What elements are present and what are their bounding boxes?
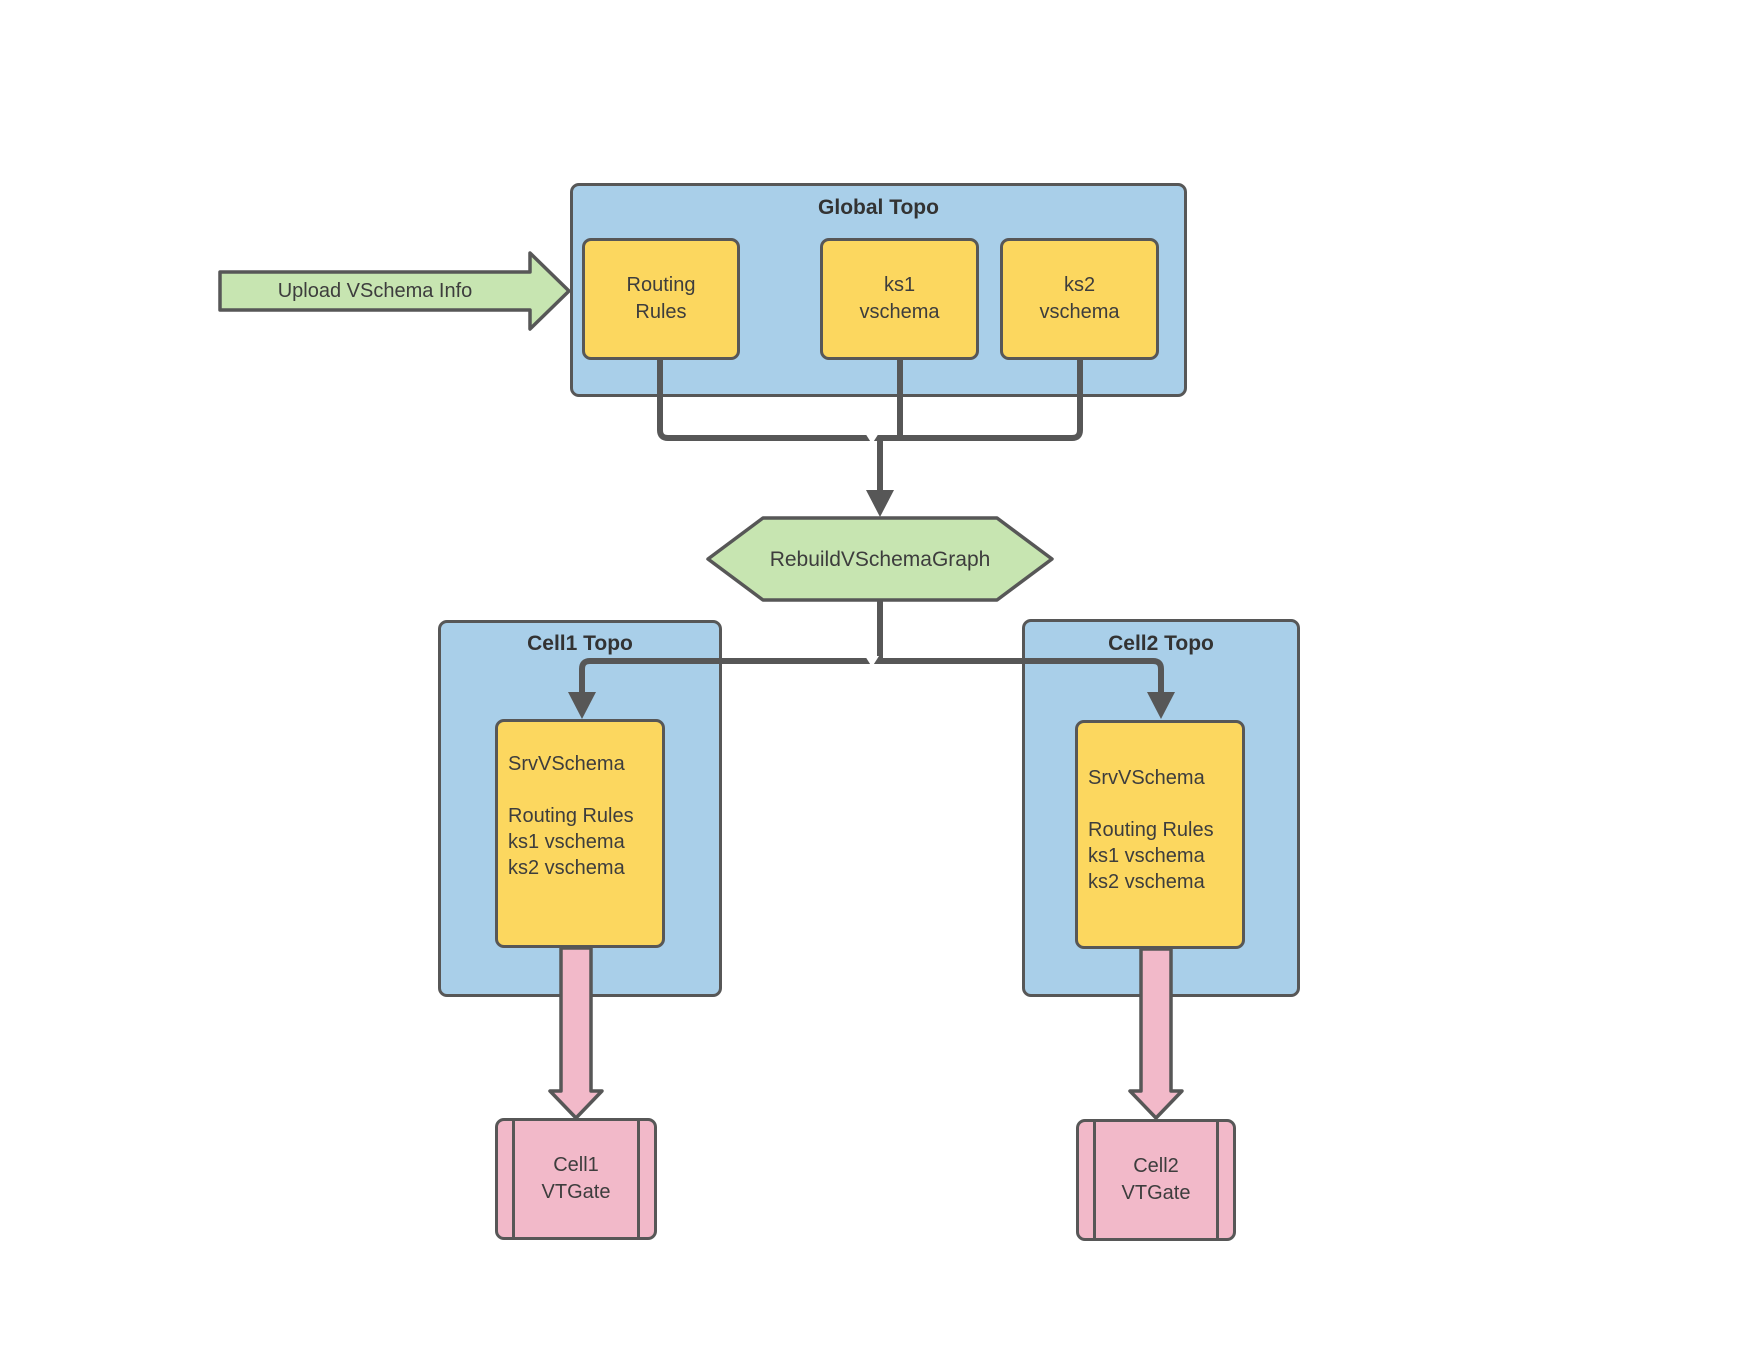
- cell1-vtgate-line2: VTGate: [541, 1181, 611, 1203]
- cell2-vtgate-line2: VTGate: [1121, 1182, 1191, 1204]
- cell1-srv-line4: ks2 vschema: [508, 857, 625, 879]
- ks2-vschema-label: ks2 vschema: [1003, 241, 1156, 357]
- routing-rules-label: Routing Rules: [585, 241, 737, 357]
- upload-vschema-label: Upload VSchema Info: [277, 279, 473, 302]
- vtgate-right-rule: [1216, 1122, 1219, 1238]
- cell2-vtgate-line1: Cell2: [1133, 1155, 1179, 1177]
- line-hop-notch: [865, 656, 879, 667]
- ks1-line2: vschema: [859, 301, 940, 323]
- cell2-vtgate-node: Cell2 VTGate: [1076, 1119, 1236, 1241]
- cell2-srv-line3: ks1 vschema: [1088, 845, 1205, 867]
- upload-vschema-block-arrow: [218, 251, 571, 331]
- cell1-srvvschema-node: SrvVSchema Routing Rules ks1 vschema ks2…: [495, 719, 665, 948]
- cell2-srv-line4: ks2 vschema: [1088, 871, 1205, 893]
- ks1-vschema-label: ks1 vschema: [823, 241, 976, 357]
- blank-line: [508, 777, 662, 803]
- cell1-vtgate-label: Cell1 VTGate: [498, 1121, 654, 1237]
- cell1-srvvschema-text: SrvVSchema Routing Rules ks1 vschema ks2…: [498, 722, 662, 881]
- cell2-vtgate-label: Cell2 VTGate: [1079, 1122, 1233, 1238]
- vtgate-right-rule: [637, 1121, 640, 1237]
- routing-rules-line2: Rules: [635, 301, 687, 323]
- line-hop-notch: [865, 433, 879, 444]
- cell1-vtgate-line1: Cell1: [553, 1154, 599, 1176]
- arrowhead-to-rebuild: [866, 490, 894, 517]
- routing-rules-node: Routing Rules: [582, 238, 740, 360]
- cell2-srvvschema-node: SrvVSchema Routing Rules ks1 vschema ks2…: [1075, 720, 1245, 949]
- routing-rules-line1: Routing: [626, 274, 696, 296]
- cell1-srv-line1: SrvVSchema: [508, 753, 625, 775]
- vtgate-left-rule: [512, 1121, 515, 1237]
- rebuild-vschemagraph-label: RebuildVSchemaGraph: [769, 547, 991, 571]
- cell1-srv-line2: Routing Rules: [508, 805, 634, 827]
- ks2-vschema-node: ks2 vschema: [1000, 238, 1159, 360]
- ks1-vschema-node: ks1 vschema: [820, 238, 979, 360]
- rebuild-vschemagraph-hexagon: [706, 516, 1054, 602]
- cell2-srv-line2: Routing Rules: [1088, 819, 1214, 841]
- cell1-srv-line3: ks1 vschema: [508, 831, 625, 853]
- ks2-line1: ks2: [1063, 274, 1096, 296]
- cell2-srv-line1: SrvVSchema: [1088, 767, 1205, 789]
- cell1-vtgate-node: Cell1 VTGate: [495, 1118, 657, 1240]
- ks2-line2: vschema: [1039, 301, 1120, 323]
- blank-line: [1088, 791, 1242, 817]
- ks1-line1: ks1: [883, 274, 916, 296]
- vtgate-left-rule: [1093, 1122, 1096, 1238]
- cell2-srvvschema-text: SrvVSchema Routing Rules ks1 vschema ks2…: [1078, 723, 1242, 895]
